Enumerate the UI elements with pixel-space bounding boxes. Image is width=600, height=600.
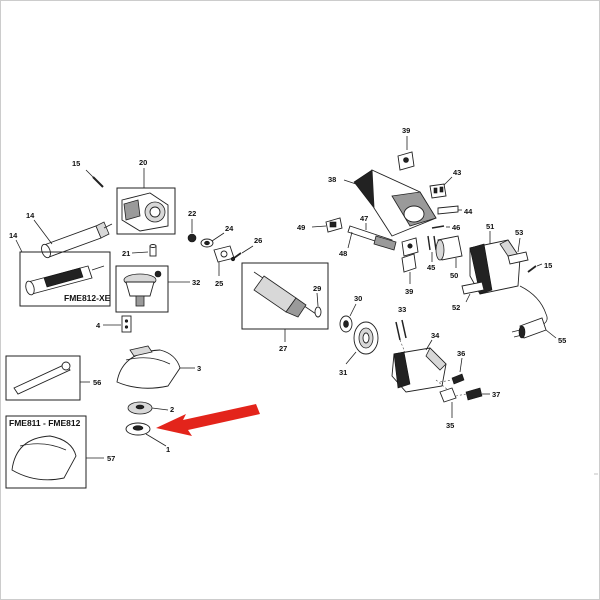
label-43: 43 [453, 168, 461, 177]
label-44: 44 [464, 207, 473, 216]
label-32: 32 [192, 278, 200, 287]
part-57-guard [11, 435, 77, 481]
part-52-label [461, 281, 485, 295]
label-26: 26 [254, 236, 262, 245]
part-34-stator [391, 347, 447, 393]
label-21: 21 [122, 249, 130, 258]
part-44-strip [437, 205, 459, 215]
label-47: 47 [360, 214, 368, 223]
part-2-flange [127, 401, 153, 415]
part-31-fan [353, 321, 379, 355]
part-49-clip [325, 217, 343, 233]
part-24-bearing [200, 238, 214, 248]
label-4: 4 [96, 321, 101, 330]
part-56-wrench [13, 361, 71, 395]
part-45-pins [427, 235, 437, 251]
part-47-lever [347, 225, 397, 251]
label-2: 2 [170, 405, 174, 414]
label-37: 37 [492, 390, 500, 399]
label-51: 51 [486, 222, 494, 231]
part-36-brush [439, 373, 465, 385]
part-15-screw [85, 169, 104, 188]
part-27-armature [253, 271, 322, 318]
label-15: 15 [72, 159, 80, 168]
label-27: 27 [279, 344, 287, 353]
part-56-box [5, 355, 81, 401]
label-50: 50 [450, 271, 458, 280]
label-55: 55 [558, 336, 566, 345]
part-32-box [115, 265, 169, 313]
label-56: 56 [93, 378, 101, 387]
part-22-nut [187, 233, 197, 243]
label-20: 20 [139, 158, 147, 167]
label-22: 22 [188, 209, 196, 218]
label-52: 52 [452, 303, 460, 312]
label-30: 30 [354, 294, 362, 303]
red-pointer-arrow-icon [156, 404, 260, 436]
part-51-rear-housing [469, 239, 521, 295]
label-45: 45 [427, 263, 435, 272]
part-46-spring [431, 225, 445, 229]
label-29: 29 [313, 284, 321, 293]
part-21-pin [149, 244, 157, 257]
model-label-fme812-xe: FME812-XE [64, 293, 111, 303]
part-20-gear-housing [121, 192, 169, 232]
part-39-switch-lower [401, 237, 419, 273]
part-20-box [116, 187, 176, 235]
part-4-key [121, 315, 132, 333]
label-3: 3 [197, 364, 201, 373]
label-14-lower: 14 [9, 231, 18, 240]
label-34: 34 [431, 331, 440, 340]
label-1: 1 [166, 445, 170, 454]
part-14-side-handle [33, 219, 113, 259]
part-38-motor-housing [353, 169, 437, 237]
model-label-fme811-fme812: FME811 - FME812 [9, 418, 81, 428]
part-15-screw-right [527, 265, 537, 273]
label-31: 31 [339, 368, 347, 377]
label-25: 25 [215, 279, 223, 288]
label-36: 36 [457, 349, 465, 358]
part-1-flange-nut [125, 422, 151, 436]
part-53-label [507, 251, 529, 265]
part-35-brush-holders [435, 379, 457, 403]
model-box-fme811-fme812 [5, 415, 87, 489]
label-24: 24 [225, 224, 234, 233]
label-57: 57 [107, 454, 115, 463]
part-50-rear-cap [435, 235, 463, 261]
part-14-handle-xe [25, 265, 105, 296]
part-26-screw [230, 252, 242, 262]
label-48: 48 [339, 249, 347, 258]
label-15-right: 15 [544, 261, 552, 270]
label-53: 53 [515, 228, 523, 237]
label-38: 38 [328, 175, 336, 184]
part-3-guard [116, 345, 181, 389]
label-46: 46 [452, 223, 460, 232]
part-30-ring [339, 315, 353, 333]
part-32-spindle [123, 270, 162, 307]
part-37-brush [455, 387, 483, 401]
label-33: 33 [398, 305, 406, 314]
label-39-lower: 39 [405, 287, 413, 296]
part-55-cable-plug [511, 285, 548, 339]
label-39-top: 39 [402, 126, 410, 135]
label-35: 35 [446, 421, 454, 430]
label-14-upper: 14 [26, 211, 35, 220]
part-43-switch [429, 183, 447, 199]
part-39-switch-top [397, 151, 415, 171]
label-49: 49 [297, 223, 305, 232]
model-box-fme812-xe [19, 251, 111, 307]
